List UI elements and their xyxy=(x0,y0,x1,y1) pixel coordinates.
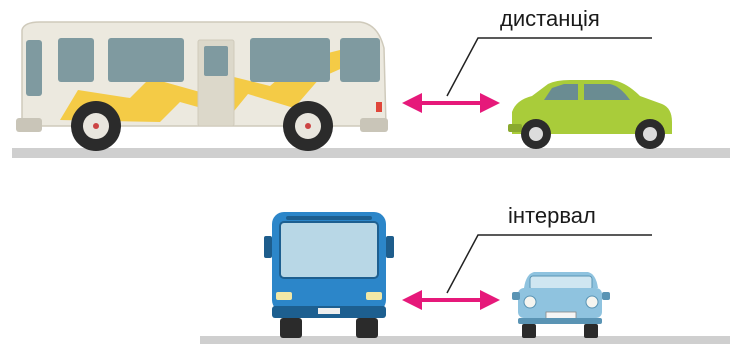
road-top xyxy=(12,148,730,158)
interval-label: інтервал xyxy=(508,203,596,228)
distance-label: дистанція xyxy=(500,6,600,31)
interval-leader-line xyxy=(446,234,652,294)
interval-arrow xyxy=(402,290,500,310)
road-bottom xyxy=(200,336,730,344)
bus-front-view xyxy=(264,212,394,338)
bus-side-view xyxy=(16,21,388,151)
car-front-view xyxy=(512,272,610,338)
distance-leader-line xyxy=(446,37,652,97)
car-side-view xyxy=(508,80,672,149)
distance-arrow xyxy=(402,93,500,113)
